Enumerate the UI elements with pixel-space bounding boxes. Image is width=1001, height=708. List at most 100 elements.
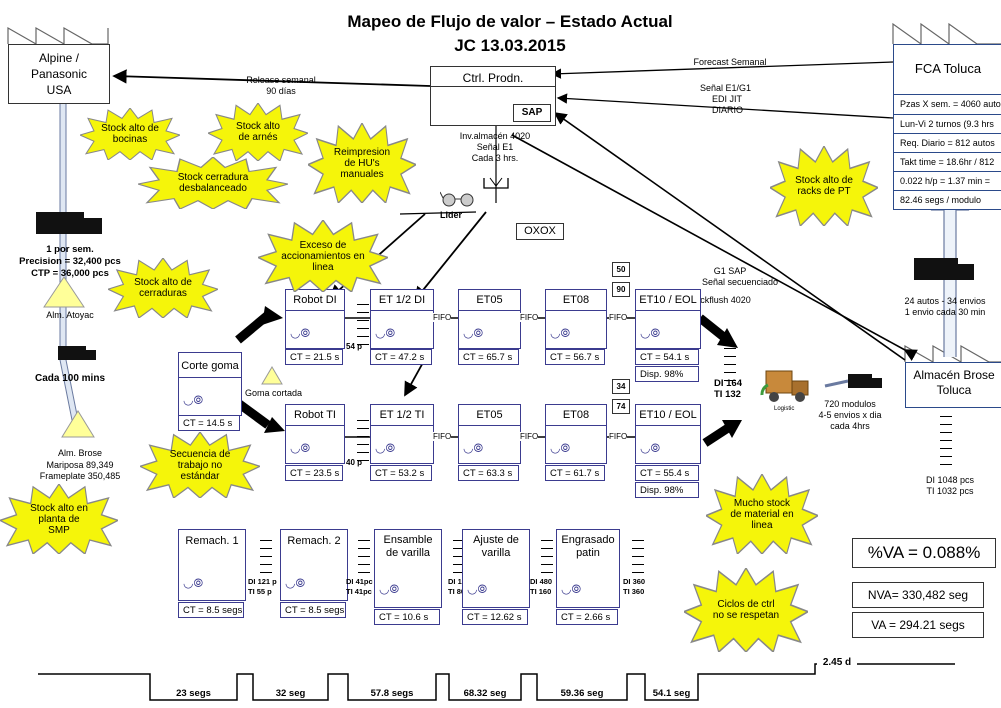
- operator-icon: ◡⦾: [463, 326, 484, 340]
- kaizen-burst: Stock alto de cerraduras: [108, 258, 218, 318]
- timeline-step: 59.36 seg: [560, 688, 604, 699]
- fifo-lane: FIFO: [520, 432, 539, 441]
- inventory-mariposa: Mariposa 89,349: [46, 460, 114, 470]
- operator-icon: ◡⦾: [550, 326, 571, 340]
- process-et10-eol-top: ET10 / EOL ◡⦾: [635, 289, 701, 349]
- kaizen-burst: Reimpresion de HU's manuales: [308, 123, 416, 203]
- inventory-di: DI 160: [448, 577, 471, 586]
- eol-inventory-icon: [724, 348, 736, 381]
- fifo-lane: FIFO: [520, 313, 539, 322]
- timeline-step: 57.8 segs: [370, 688, 414, 699]
- inventory-icon: [453, 540, 465, 573]
- availability: Disp. 98%: [635, 366, 699, 382]
- signal-e1-label: Señal E1: [476, 142, 514, 152]
- kaizen-text: Stock alto de bocinas: [101, 123, 159, 145]
- process-name: ET05: [476, 294, 503, 306]
- va-time: VA = 294.21 segs: [852, 612, 984, 638]
- operator-icon: ◡⦾: [467, 582, 488, 596]
- trips-label: 4-5 envios x dia: [818, 410, 882, 420]
- customer-factory: FCA Toluca: [893, 44, 1001, 96]
- timeline-step: 68.32 seg: [463, 688, 507, 699]
- kaizen-text: Ciclos de ctrl no se respetan: [712, 599, 780, 621]
- customer-row: Req. Diario = 812 autos: [894, 133, 1001, 153]
- process-name: ET10 / EOL: [639, 409, 697, 421]
- operator-icon: ◡⦾: [285, 576, 306, 590]
- supplier-factory: Alpine / Panasonic USA: [8, 44, 110, 104]
- process-name: Remach. 1: [185, 535, 239, 547]
- inventory-store-label: Inv.almacén 4020: [459, 131, 531, 141]
- kaizen-burst: Secuencia de trabajo no estándar: [140, 432, 260, 498]
- sap-system: SAP: [513, 104, 551, 122]
- nva-time: NVA= 330,482 seg: [852, 582, 984, 608]
- operator-icon: ◡⦾: [640, 326, 661, 340]
- supplier-shipping: 1 por sem.: [46, 244, 94, 255]
- supplier-name: Alpine / Panasonic USA: [30, 51, 88, 97]
- cycle-time: CT = 55.4 s: [635, 465, 699, 481]
- fifo-lane: FIFO: [433, 313, 452, 322]
- cycle-time: CT = 47.2 s: [370, 349, 432, 365]
- inventory-icon: [260, 540, 272, 573]
- inventory-icon: [541, 540, 553, 573]
- customer-name: FCA Toluca: [914, 61, 982, 76]
- process-name: Robot DI: [293, 294, 337, 306]
- edi-label: EDI JIT: [712, 94, 743, 104]
- process-remach-1: Remach. 1 ◡⦾: [178, 529, 246, 601]
- inventory-icon: [358, 540, 370, 573]
- customer-data-box: Pzas X sem. = 4060 autos Lun-Vi 2 turnos…: [893, 94, 1001, 210]
- oxox-schedule: OXOX: [516, 223, 564, 240]
- brose-toluca-warehouse: Almacén Brose Toluca: [905, 362, 1001, 408]
- process-engrasado-patin: Engrasado patin ◡⦾: [556, 529, 620, 608]
- inventory-di: DI 360: [623, 577, 646, 586]
- kanban-card: 90: [612, 282, 630, 297]
- eol-inventory-ti: TI 132: [714, 389, 741, 400]
- kaizen-text: Stock alto de arnés: [236, 121, 280, 143]
- warehouse-atoyac-label: Alm. Atoyac: [46, 310, 94, 320]
- goma-inventory-label: Goma cortada: [245, 388, 303, 398]
- fifo-lane: FIFO: [433, 432, 452, 441]
- cycle-time: CT = 8.5 segs: [178, 602, 244, 618]
- kaizen-text: Secuencia de trabajo no estándar: [169, 448, 231, 482]
- cycle-time: CT = 2.66 s: [556, 609, 618, 625]
- operator-icon: ◡⦾: [375, 441, 396, 455]
- operator-icon: ◡⦾: [183, 576, 204, 590]
- inventory-di: DI 121 p: [248, 577, 277, 586]
- kaizen-burst: Stock alto de racks de PT: [770, 146, 878, 226]
- operator-icon: ◡⦾: [640, 441, 661, 455]
- operator-icon: ◡⦾: [463, 441, 484, 455]
- eol-inventory-di: DI 164: [714, 378, 742, 389]
- cycle-time: CT = 23.5 s: [285, 465, 343, 481]
- inventory-icon: [632, 540, 644, 573]
- process-remach-2: Remach. 2 ◡⦾: [280, 529, 348, 601]
- kaizen-text: Stock alto de cerraduras: [134, 277, 192, 299]
- process-et08-bottom: ET08 ◡⦾: [545, 404, 607, 464]
- kaizen-text: Stock cerradura desbalanceado: [177, 172, 249, 194]
- inventory-ti: TI 80: [448, 587, 466, 596]
- customer-row: Lun-Vi 2 turnos (9.3 hrs: [894, 114, 1001, 134]
- customer-row: 0.022 h/p = 1.37 min =: [894, 171, 1001, 191]
- timeline-step: 54.1 seg: [652, 688, 691, 699]
- glasses-icon: [439, 188, 476, 213]
- cycle-time: CT = 53.2 s: [370, 465, 432, 481]
- timeline-step: 32 seg: [275, 688, 306, 699]
- process-robot-ti: Robot TI ◡⦾: [285, 404, 345, 464]
- logistic-label: Logistic: [774, 406, 795, 412]
- operator-icon: ◡⦾: [183, 393, 204, 407]
- finished-goods-inventory-icon: [940, 416, 952, 465]
- cycle-time: CT = 61.7 s: [545, 465, 605, 481]
- process-et12-di: ET 1/2 DI ◡⦾: [370, 289, 434, 349]
- signal-label: Señal E1/G1: [700, 83, 752, 93]
- timeline-step: 23 segs: [176, 688, 211, 699]
- customer-row: Takt time = 18.6hr / 812: [894, 152, 1001, 172]
- release-days: 90 días: [266, 86, 296, 96]
- supplier-ctp: CTP = 36,000 pcs: [31, 268, 109, 279]
- logistic-icon: [758, 367, 818, 416]
- inventory-icon: [357, 304, 369, 345]
- process-name: Remach. 2: [287, 535, 341, 547]
- operator-icon: ◡⦾: [379, 582, 400, 596]
- lead-time: 2.45 d: [817, 657, 857, 668]
- brose-inventory-ti: TI 1032 pcs: [926, 486, 974, 496]
- operator-icon: ◡⦾: [561, 582, 582, 596]
- kaizen-burst: Stock alto de bocinas: [80, 108, 180, 160]
- inventory-count: 40 p: [346, 458, 363, 467]
